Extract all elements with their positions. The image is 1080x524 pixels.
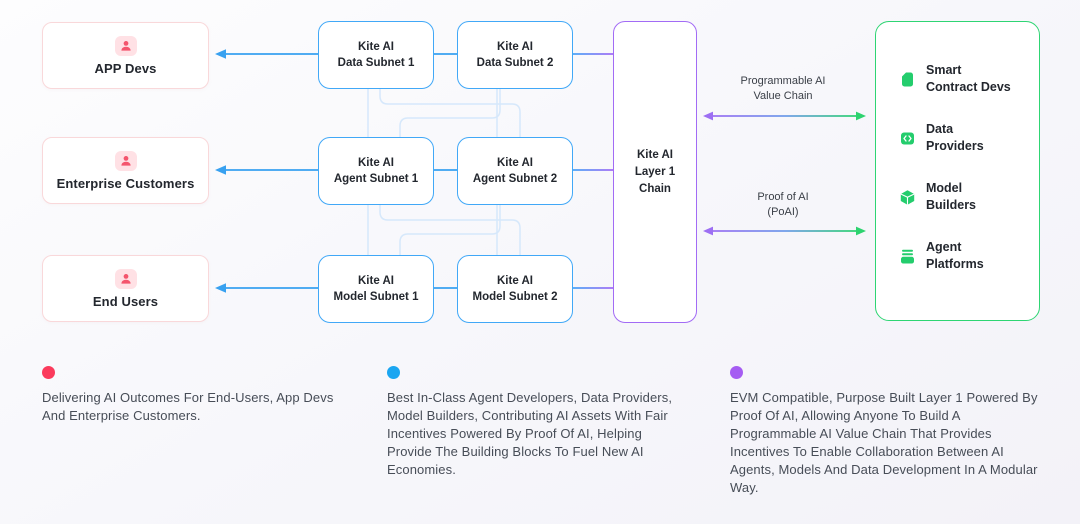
legend-dot-red <box>42 366 55 379</box>
subnet-title: Kite AI <box>358 275 394 287</box>
subnet-title: Kite AI <box>497 275 533 287</box>
chain-title-line: Kite AI <box>637 148 673 161</box>
agent-platforms-icon <box>901 249 914 263</box>
ecosystem-panel: Smart Contract Devs Data Providers Model… <box>875 21 1040 321</box>
flow-label-line: Value Chain <box>753 90 813 102</box>
legend-item-builders: Best In-Class Agent Developers, Data Pro… <box>387 366 687 479</box>
subnet-to-chain-links <box>570 53 613 289</box>
subnet-card-model-subnet-2: Kite AI Model Subnet 2 <box>457 255 573 323</box>
subnet-subtitle: Model Subnet 2 <box>472 291 558 303</box>
subnet-card-model-subnet-1: Kite AI Model Subnet 1 <box>318 255 434 323</box>
flow-label-line: Proof of AI <box>757 191 809 203</box>
actor-card-end-users: End Users <box>42 255 209 322</box>
ecosystem-label-line: Builders <box>926 198 977 212</box>
legend-dot-blue <box>387 366 400 379</box>
subnet-subtitle: Data Subnet 2 <box>476 57 554 69</box>
subnet-card-agent-subnet-2: Kite AI Agent Subnet 2 <box>457 137 573 205</box>
subnet-title: Kite AI <box>358 41 394 53</box>
subnet-subtitle: Model Subnet 1 <box>333 291 419 303</box>
chain-ecosystem-arrows <box>703 111 866 236</box>
subnet-mesh-lines <box>367 87 521 255</box>
layer1-chain-card: Kite AI Layer 1 Chain <box>613 21 697 323</box>
person-icon <box>114 268 137 289</box>
subnet-title: Kite AI <box>497 157 533 169</box>
actor-label: End Users <box>92 293 159 309</box>
subnet-subtitle: Agent Subnet 2 <box>472 173 558 185</box>
legend-text: Best In-Class Agent Developers, Data Pro… <box>387 390 673 477</box>
flow-label-programmable-ai-value-chain: Programmable AI Value Chain <box>703 74 863 104</box>
person-icon <box>114 35 137 56</box>
legend-text: Delivering AI Outcomes For End-Users, Ap… <box>42 390 334 423</box>
smart-contract-icon <box>902 72 913 86</box>
ecosystem-label-line: Agent <box>926 240 962 254</box>
data-providers-icon <box>901 132 914 144</box>
actor-label: Enterprise Customers <box>56 175 195 191</box>
flow-label-line: Programmable AI <box>740 75 826 87</box>
model-builders-icon <box>900 189 915 205</box>
actor-card-app-devs: APP Devs <box>42 22 209 89</box>
subnet-card-data-subnet-1: Kite AI Data Subnet 1 <box>318 21 434 89</box>
subnet-subtitle: Data Subnet 1 <box>337 57 415 69</box>
subnet-title: Kite AI <box>358 157 394 169</box>
ecosystem-label-line: Platforms <box>926 257 984 271</box>
legend-text: EVM Compatible, Purpose Built Layer 1 Po… <box>730 390 1038 495</box>
person-icon <box>114 150 137 171</box>
subnet-card-data-subnet-2: Kite AI Data Subnet 2 <box>457 21 573 89</box>
legend-item-layer1: EVM Compatible, Purpose Built Layer 1 Po… <box>730 366 1046 497</box>
ecosystem-label-line: Data <box>926 122 954 136</box>
subnet-subtitle: Agent Subnet 1 <box>333 173 419 185</box>
ecosystem-item-label: Smart Contract Devs <box>926 62 1011 96</box>
ecosystem-item-label: Model Builders <box>926 180 976 214</box>
actor-label: APP Devs <box>94 60 157 76</box>
ecosystem-item-agent-platforms: Agent Platforms <box>899 239 1039 273</box>
flow-label-proof-of-ai: Proof of AI (PoAI) <box>703 190 863 220</box>
actor-card-enterprise-customers: Enterprise Customers <box>42 137 209 204</box>
legend-item-users: Delivering AI Outcomes For End-Users, Ap… <box>42 366 340 425</box>
ecosystem-label-line: Smart <box>926 63 962 77</box>
ecosystem-item-smart-contract-devs: Smart Contract Devs <box>899 62 1039 96</box>
legend-dot-purple <box>730 366 743 379</box>
chain-title-line: Chain <box>639 182 671 195</box>
ecosystem-item-model-builders: Model Builders <box>899 180 1039 214</box>
subnet-pair-links <box>432 53 457 289</box>
subnet-title: Kite AI <box>497 41 533 53</box>
subnet-card-agent-subnet-1: Kite AI Agent Subnet 1 <box>318 137 434 205</box>
ecosystem-item-data-providers: Data Providers <box>899 121 1039 155</box>
chain-title-line: Layer 1 <box>634 165 676 178</box>
subnet-to-actor-arrows <box>215 49 318 293</box>
ecosystem-label-line: Model <box>926 181 963 195</box>
ecosystem-label-line: Contract Devs <box>926 80 1011 94</box>
ecosystem-label-line: Providers <box>926 139 984 153</box>
ecosystem-item-label: Data Providers <box>926 121 984 155</box>
ecosystem-item-label: Agent Platforms <box>926 239 984 273</box>
flow-label-line: (PoAI) <box>767 206 799 218</box>
